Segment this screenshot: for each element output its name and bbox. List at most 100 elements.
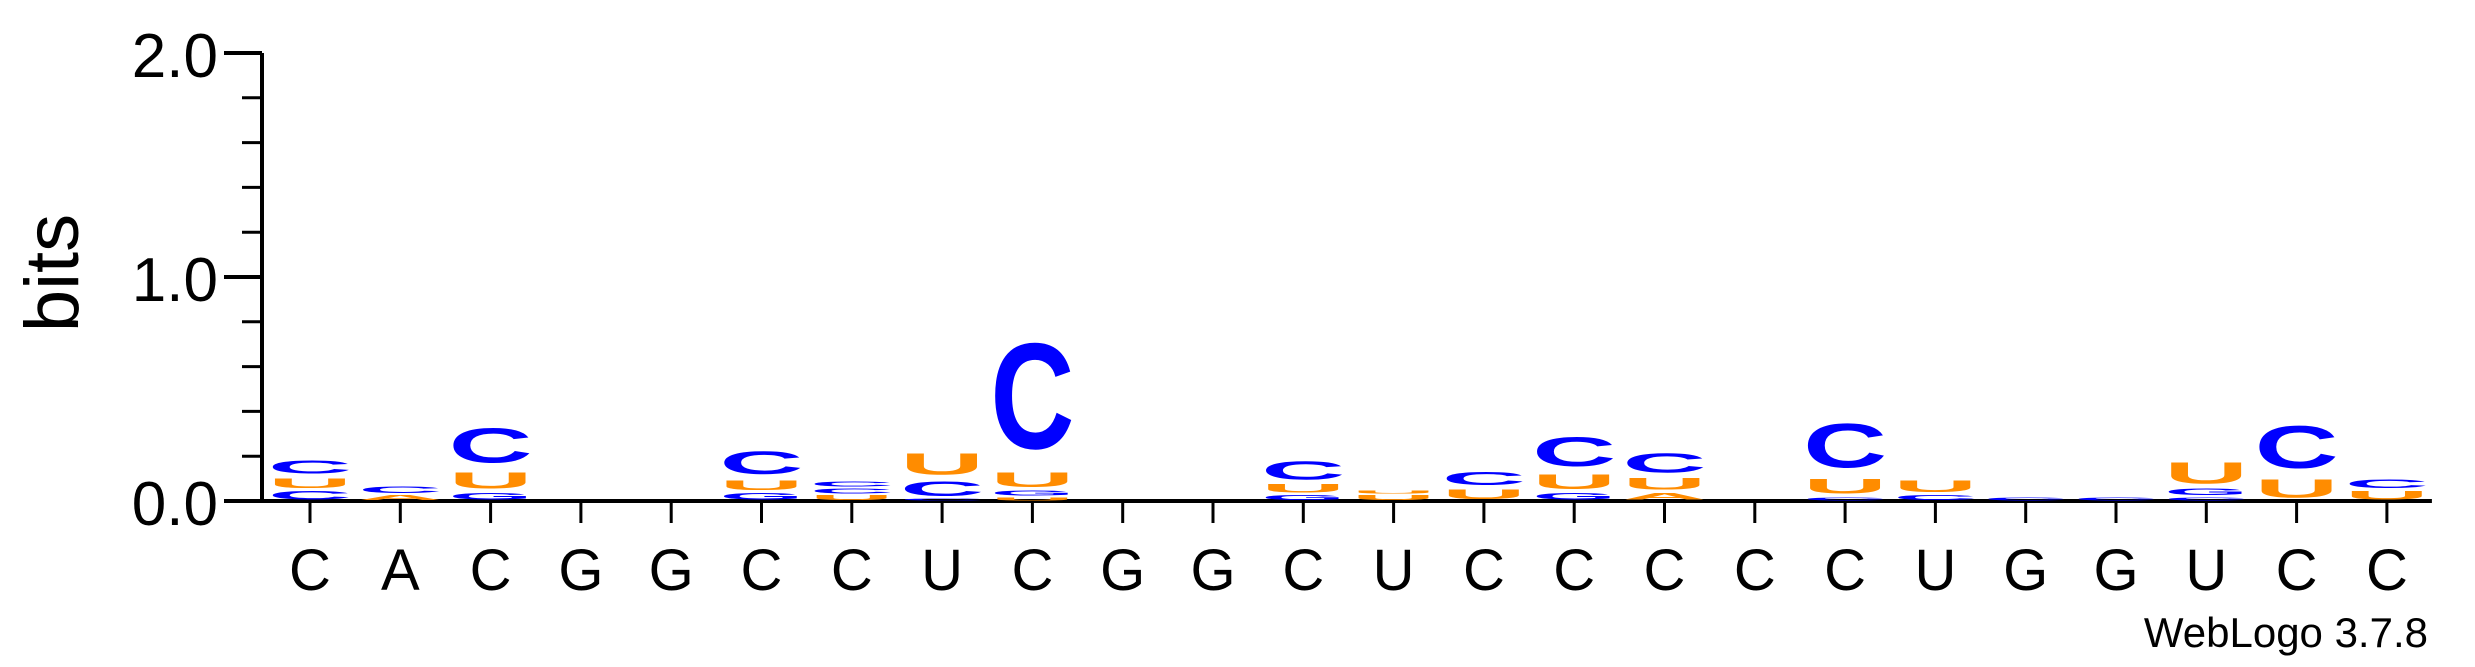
logo-letter: G [2164, 487, 2248, 497]
logo-letter: G [1532, 491, 1616, 501]
x-tick-label: C [1011, 538, 1053, 603]
logo-letter: C [2164, 496, 2248, 501]
logo-letter: U [990, 496, 1074, 501]
logo-letter: C [1261, 456, 1345, 485]
stack-22: CGU [2164, 456, 2248, 501]
logo-letter: U [1803, 475, 1887, 499]
x-tick-label: G [1100, 538, 1145, 603]
x-tick-label: C [741, 538, 783, 603]
x-tick-label: G [558, 538, 603, 603]
logo-letter: U [990, 468, 1074, 492]
x-tick-label: U [1914, 538, 1956, 603]
stack-15: GUC [1532, 428, 1616, 502]
x-tick-label: C [1734, 538, 1776, 603]
logo-letter: G [1261, 494, 1345, 502]
stack-7: UCC [810, 480, 894, 501]
weblogo-credit: WebLogo 3.7.8 [2144, 609, 2428, 656]
logo-letter: C [1893, 494, 1977, 502]
logo-letter: C [1803, 496, 1887, 501]
logo-letter: C [1803, 410, 1887, 481]
logo-letter: G [990, 489, 1074, 497]
x-tick-label: C [1824, 538, 1866, 603]
logo-letter: U [720, 477, 804, 493]
x-tick-label: C [289, 538, 331, 603]
logo-letter: C [268, 489, 352, 502]
logo-letter: C [720, 445, 804, 481]
logo-letter: U [810, 494, 894, 502]
stack-8: CCU [900, 447, 984, 501]
y-axis-label: bits [10, 214, 95, 332]
logo-letter: U [2255, 474, 2339, 503]
logo-letter: U [449, 468, 533, 494]
logo-letter: C [1442, 468, 1526, 489]
logo-letter: C [1984, 496, 2068, 501]
logo-letter: U [900, 447, 984, 481]
stack-1: CUC [268, 457, 352, 502]
logo-letter: U [268, 475, 352, 491]
logo-letter: C [358, 485, 442, 495]
logo-letter: U [1261, 482, 1345, 495]
stack-16: AUC [1623, 447, 1707, 502]
y-tick-label: 1.0 [132, 246, 218, 315]
x-tick-label: U [2185, 538, 2227, 603]
stack-13: UU [1352, 489, 1436, 501]
stack-23: UC [2255, 413, 2339, 503]
logo-letter: U [1532, 470, 1616, 494]
logo-letter: A [1623, 491, 1707, 501]
logo-letter: U [1623, 475, 1707, 493]
logo-letter: C [900, 499, 984, 502]
logo-letter: C [810, 480, 894, 488]
x-tick-label: C [2276, 538, 2318, 603]
x-tick-label: G [2003, 538, 2048, 603]
logo-letter: U [1442, 486, 1526, 502]
stack-20: C [1984, 496, 2068, 501]
logo-letter: U [1352, 494, 1436, 502]
x-tick-label: G [2093, 538, 2138, 603]
x-tick-label: G [649, 538, 694, 603]
x-tick-label: C [1282, 538, 1324, 603]
x-tick-label: C [831, 538, 873, 603]
logo-letter: U [2345, 489, 2429, 502]
stack-6: GUC [720, 445, 804, 502]
stack-2: AC [358, 485, 442, 502]
logo-letter: C [1532, 428, 1616, 475]
stack-19: CU [1893, 477, 1977, 501]
logo-letter: G [449, 491, 533, 501]
x-tick-label: G [1190, 538, 1235, 603]
logo-letter: C [2074, 496, 2158, 501]
logo-letter: C [900, 477, 984, 501]
stack-21: C [2074, 496, 2158, 501]
logo-letter: C [810, 487, 894, 495]
y-tick-label: 0.0 [132, 470, 218, 539]
x-tick-label: C [2366, 538, 2408, 603]
logo-letter: C [1623, 447, 1707, 478]
logo-letter: U [2164, 456, 2248, 490]
x-tick-label: C [1553, 538, 1595, 603]
logo-letter: U [1893, 477, 1977, 495]
logo-letter: G [720, 491, 804, 501]
logo-letter: C [2255, 413, 2339, 481]
stack-12: GUC [1261, 456, 1345, 501]
y-tick-label: 2.0 [132, 22, 218, 91]
logo-letter: C [990, 311, 1074, 480]
x-tick-label: U [1373, 538, 1415, 603]
stack-18: CUC [1803, 410, 1887, 501]
x-tick-label: C [1644, 538, 1686, 603]
x-tick-label: U [921, 538, 963, 603]
y-axis: 0.0 1.0 2.0 [132, 22, 264, 539]
x-tick-label: C [470, 538, 512, 603]
logo-letter: A [358, 494, 442, 502]
stack-3: GUC [449, 418, 533, 501]
x-tick-label: A [381, 538, 420, 603]
logo-letter: C [268, 457, 352, 478]
logo-letter: U [1352, 489, 1436, 494]
stack-24: UC [2345, 478, 2429, 502]
logo-letter: C [449, 418, 533, 473]
logo-letter: C [2345, 478, 2429, 491]
x-tick-label: C [1463, 538, 1505, 603]
stack-14: UC [1442, 468, 1526, 502]
